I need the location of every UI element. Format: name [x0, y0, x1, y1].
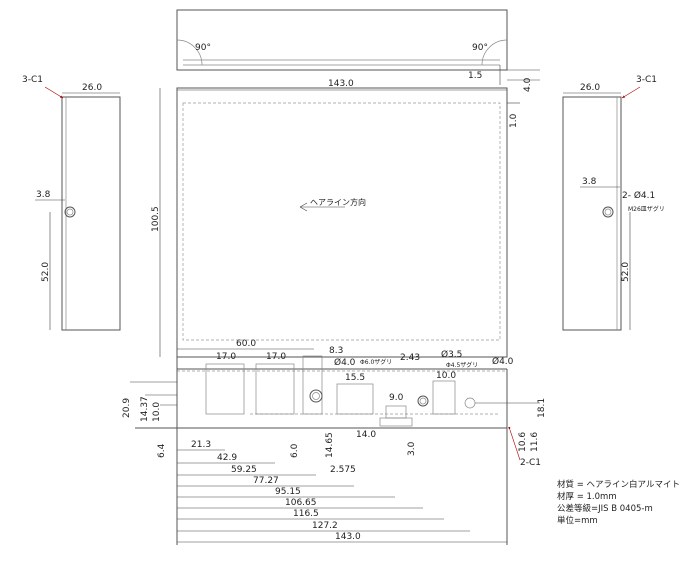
note-tolerance: 公差等級=JIS B 0405-m — [557, 503, 653, 514]
dim-60-0: 60.0 — [236, 339, 256, 349]
angle-right-label: 90° — [472, 43, 488, 53]
dim-143-0: 143.0 — [335, 532, 361, 542]
left-width-label: 26.0 — [82, 83, 102, 93]
dim-3-0: 3.0 — [407, 441, 417, 456]
dim-10-0-right: 10.0 — [436, 371, 456, 381]
dim-2-575: 2.575 — [330, 465, 356, 475]
right-countersink-label: M26皿ザグリ — [628, 205, 665, 213]
dim-59-25: 59.25 — [231, 465, 257, 475]
dim-2-43: 2.43 — [400, 353, 420, 363]
dim-18-1: 18.1 — [537, 398, 547, 418]
left-hole-offset-label: 3.8 — [36, 190, 51, 200]
dim-6-0: 6.0 — [290, 443, 300, 458]
dim-77-27: 77.27 — [253, 476, 279, 486]
dim-6-4: 6.4 — [157, 443, 167, 458]
dim-95-15: 95.15 — [275, 487, 301, 497]
front-thickness-label: 1.0 — [509, 113, 519, 128]
dim-17-0-a: 17.0 — [216, 352, 236, 362]
chamfer-2-c1: 2-C1 — [520, 458, 541, 468]
dim-17-0-b: 17.0 — [266, 352, 286, 362]
dim-9-0: 9.0 — [389, 393, 404, 403]
front-width-label: 143.0 — [328, 79, 354, 89]
dim-10-6: 10.6 — [518, 432, 528, 452]
dim-127-2: 127.2 — [312, 521, 338, 531]
hole-label-3: Ø4.0 — [492, 356, 514, 367]
hairline-direction-label: ヘアライン方向 — [310, 197, 366, 207]
right-hole-offset-label: 3.8 — [582, 177, 597, 187]
right-hole-height-label: 52.0 — [621, 262, 631, 282]
counterbore-label-1: Φ6.0ザグリ — [360, 358, 392, 366]
front-view: 143.0 100.5 1.0 ヘアライン方向 — [151, 79, 520, 358]
top-view: 90° 90° 1.5 4.0 — [176, 9, 540, 92]
dim-20-9: 20.9 — [122, 398, 132, 418]
hole-label-1: Ø4.0 — [334, 357, 356, 368]
note-material: 材質 = ヘアライン白アルマイト — [557, 479, 680, 490]
dim-10-0-left: 10.0 — [152, 402, 162, 422]
right-view: 26.0 3-C1 3.8 2- Ø4.1 M26皿ザグリ 52.0 — [562, 75, 665, 331]
dim-1-5: 1.5 — [468, 71, 482, 81]
bottom-view: 60.0 17.0 17.0 8.3 2.43 15.5 10.0 9.0 Ø4… — [122, 339, 547, 545]
dim-14-65: 14.65 — [325, 432, 335, 458]
angle-left-label: 90° — [195, 43, 211, 53]
dim-21-3: 21.3 — [191, 440, 211, 450]
dim-15-5: 15.5 — [345, 373, 365, 383]
dim-42-9: 42.9 — [217, 453, 237, 463]
dim-11-6: 11.6 — [530, 432, 540, 452]
left-chamfer-label: 3-C1 — [22, 75, 43, 85]
front-height-label: 100.5 — [151, 206, 161, 232]
right-width-label: 26.0 — [580, 83, 600, 93]
left-hole-height-label: 52.0 — [41, 262, 51, 282]
dim-116-5: 116.5 — [293, 509, 319, 519]
dim-8-3: 8.3 — [329, 346, 343, 356]
note-unit: 単位=mm — [557, 515, 598, 526]
dim-4-0: 4.0 — [523, 77, 533, 92]
note-thickness: 材厚 = 1.0mm — [557, 491, 617, 502]
counterbore-label-2: Φ4.5ザグリ — [446, 361, 478, 369]
right-hole-spec-label: 2- Ø4.1 — [622, 190, 655, 201]
hole-label-2: Ø3.5 — [441, 349, 462, 360]
right-chamfer-label: 3-C1 — [636, 75, 657, 85]
notes-block: 材質 = ヘアライン白アルマイト 材厚 = 1.0mm 公差等級=JIS B 0… — [557, 479, 680, 526]
dim-106-65: 106.65 — [285, 498, 317, 508]
dim-14-0: 14.0 — [356, 430, 376, 440]
left-view: 26.0 3-C1 3.8 52.0 — [22, 75, 121, 331]
dim-14-37: 14.37 — [140, 396, 150, 422]
